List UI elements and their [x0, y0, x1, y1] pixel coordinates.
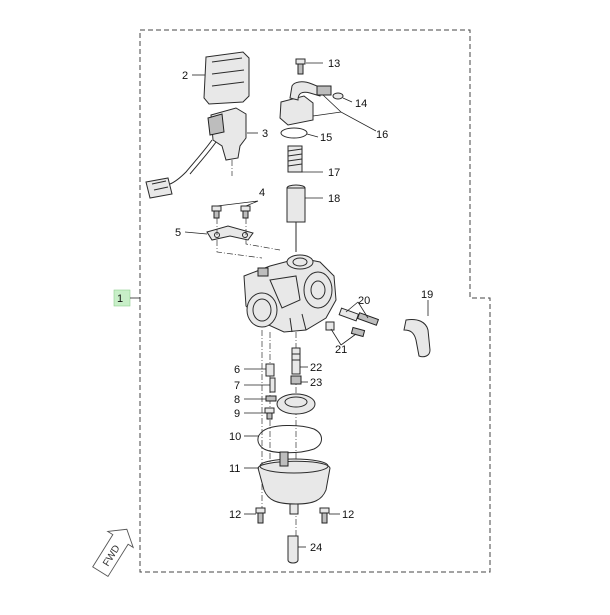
part-6-jet	[265, 363, 275, 377]
leader-21	[330, 328, 357, 346]
callout-16: 16	[376, 129, 388, 141]
part-21-screw	[325, 321, 366, 338]
callout-19: 19	[421, 289, 433, 301]
part-13-screw	[295, 58, 306, 75]
leader-4	[216, 200, 259, 207]
callout-18: 18	[328, 193, 340, 205]
part-18-throttle-valve	[286, 184, 306, 252]
callout-17: 17	[328, 167, 340, 179]
part-10-gasket	[257, 425, 322, 454]
part-12-screw-right	[319, 507, 330, 524]
part-15-o-ring	[280, 127, 308, 139]
callout-21: 21	[335, 344, 347, 356]
callout-4: 4	[259, 187, 265, 199]
part-4-screws	[211, 205, 251, 219]
part-7-pin	[269, 377, 276, 393]
callout-12-right: 12	[342, 509, 354, 521]
part-23-nozzle	[290, 375, 302, 385]
callout-3: 3	[262, 128, 268, 140]
callout-8: 8	[234, 394, 240, 406]
callout-11: 11	[229, 463, 240, 475]
callout-13: 13	[328, 58, 340, 70]
part-11-float-bowl	[257, 451, 331, 515]
part-19-hose	[403, 319, 431, 358]
callout-6: 6	[234, 364, 240, 376]
callout-2: 2	[182, 70, 188, 82]
callout-24: 24	[310, 542, 322, 554]
callout-20: 20	[358, 295, 370, 307]
part-2-cover	[203, 51, 250, 105]
carburetor-body	[243, 254, 337, 333]
leader-16	[312, 94, 377, 132]
part-24-drain-hose	[287, 535, 299, 564]
callout-7: 7	[234, 380, 240, 392]
leader-14	[342, 97, 353, 103]
callout-12-left: 12	[229, 509, 241, 521]
part-14-washer	[332, 92, 344, 100]
part-17-spring	[287, 145, 303, 173]
part-16-throttle-cover	[279, 81, 332, 126]
callout-22: 22	[310, 362, 322, 374]
assembly-frame	[139, 29, 491, 573]
callout-1: 1	[117, 293, 123, 305]
fwd-arrow-icon: FWD	[92, 528, 135, 578]
leader-15	[306, 133, 319, 138]
float	[276, 393, 316, 415]
centerline-upper	[216, 218, 281, 259]
part-8-clip	[265, 395, 277, 402]
callout-15: 15	[320, 132, 332, 144]
part-20-screw	[338, 307, 380, 326]
callout-10: 10	[229, 431, 241, 443]
leader-20	[345, 301, 369, 319]
part-22-main-jet	[291, 347, 301, 375]
callout-5: 5	[175, 227, 181, 239]
part-9-screw	[264, 407, 275, 420]
leader-5	[184, 231, 208, 235]
part-12-screw-left	[255, 507, 266, 524]
part-3-auto-choke	[145, 107, 247, 199]
callout-9: 9	[234, 408, 240, 420]
callout-14: 14	[355, 98, 367, 110]
callout-23: 23	[310, 377, 322, 389]
